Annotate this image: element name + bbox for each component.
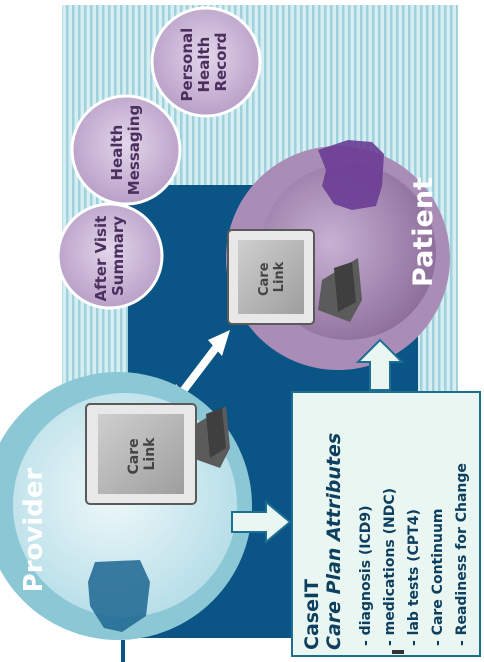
caseit-subtitle: Care Plan Attributes [323, 433, 345, 650]
patient-silhouette-icon [318, 140, 384, 210]
svg-text:Health Messaging: Health Messaging [108, 105, 143, 195]
bubble-after-visit-summary: After Visit Summary [56, 202, 164, 310]
caseit-item-care-continuum: - Care Continuum [430, 508, 446, 646]
after-visit-line-1: After Visit [92, 216, 110, 302]
patient-label: Patient [408, 177, 439, 287]
corner-mark [392, 650, 404, 654]
provider-silhouette-icon [88, 560, 150, 632]
patient-monitor-line-1: Care [257, 262, 272, 296]
after-visit-line-2: Summary [109, 216, 127, 296]
svg-text:Care Link: Care Link [257, 258, 287, 296]
divider-line [121, 640, 125, 662]
svg-text:Personal Health Re: Personal Health Record [178, 23, 230, 102]
provider-label: Provider [19, 467, 49, 592]
provider-to-caseit-arrow-icon [231, 499, 292, 545]
caseit-item-readiness: - Readiness for Change [454, 463, 470, 646]
provider-monitor-line-1: Care [126, 438, 142, 474]
phr-line-1: Personal [178, 28, 196, 102]
phr-line-3: Record [212, 32, 230, 91]
svg-text:After Visit Summary: After Visit Summary [92, 210, 127, 301]
caseit-item-diagnosis: - diagnosis (ICD9) [358, 505, 374, 646]
caseit-item-lab-tests: - lab tests (CPT4) [406, 509, 422, 646]
phr-line-2: Health [195, 37, 213, 93]
patient-monitor: Care Link [227, 229, 362, 325]
bubble-phr: Personal Health Record [150, 6, 262, 118]
bubble-health-messaging: Health Messaging [70, 94, 182, 206]
patient-monitor-line-2: Link [272, 261, 287, 292]
health-messaging-line-1: Health [108, 125, 126, 181]
provider-monitor: Care Link [85, 403, 230, 505]
caseit-item-medications: - medications (NDC) [382, 488, 398, 646]
caseit-to-patient-arrow-icon [355, 338, 405, 391]
caseit-box: CaseIT Care Plan Attributes - diagnosis … [291, 391, 481, 657]
health-messaging-line-2: Messaging [125, 105, 143, 195]
provider-monitor-line-2: Link [142, 437, 158, 471]
svg-text:Care Link: Care Link [126, 434, 158, 475]
caseit-title: CaseIT [301, 579, 323, 650]
